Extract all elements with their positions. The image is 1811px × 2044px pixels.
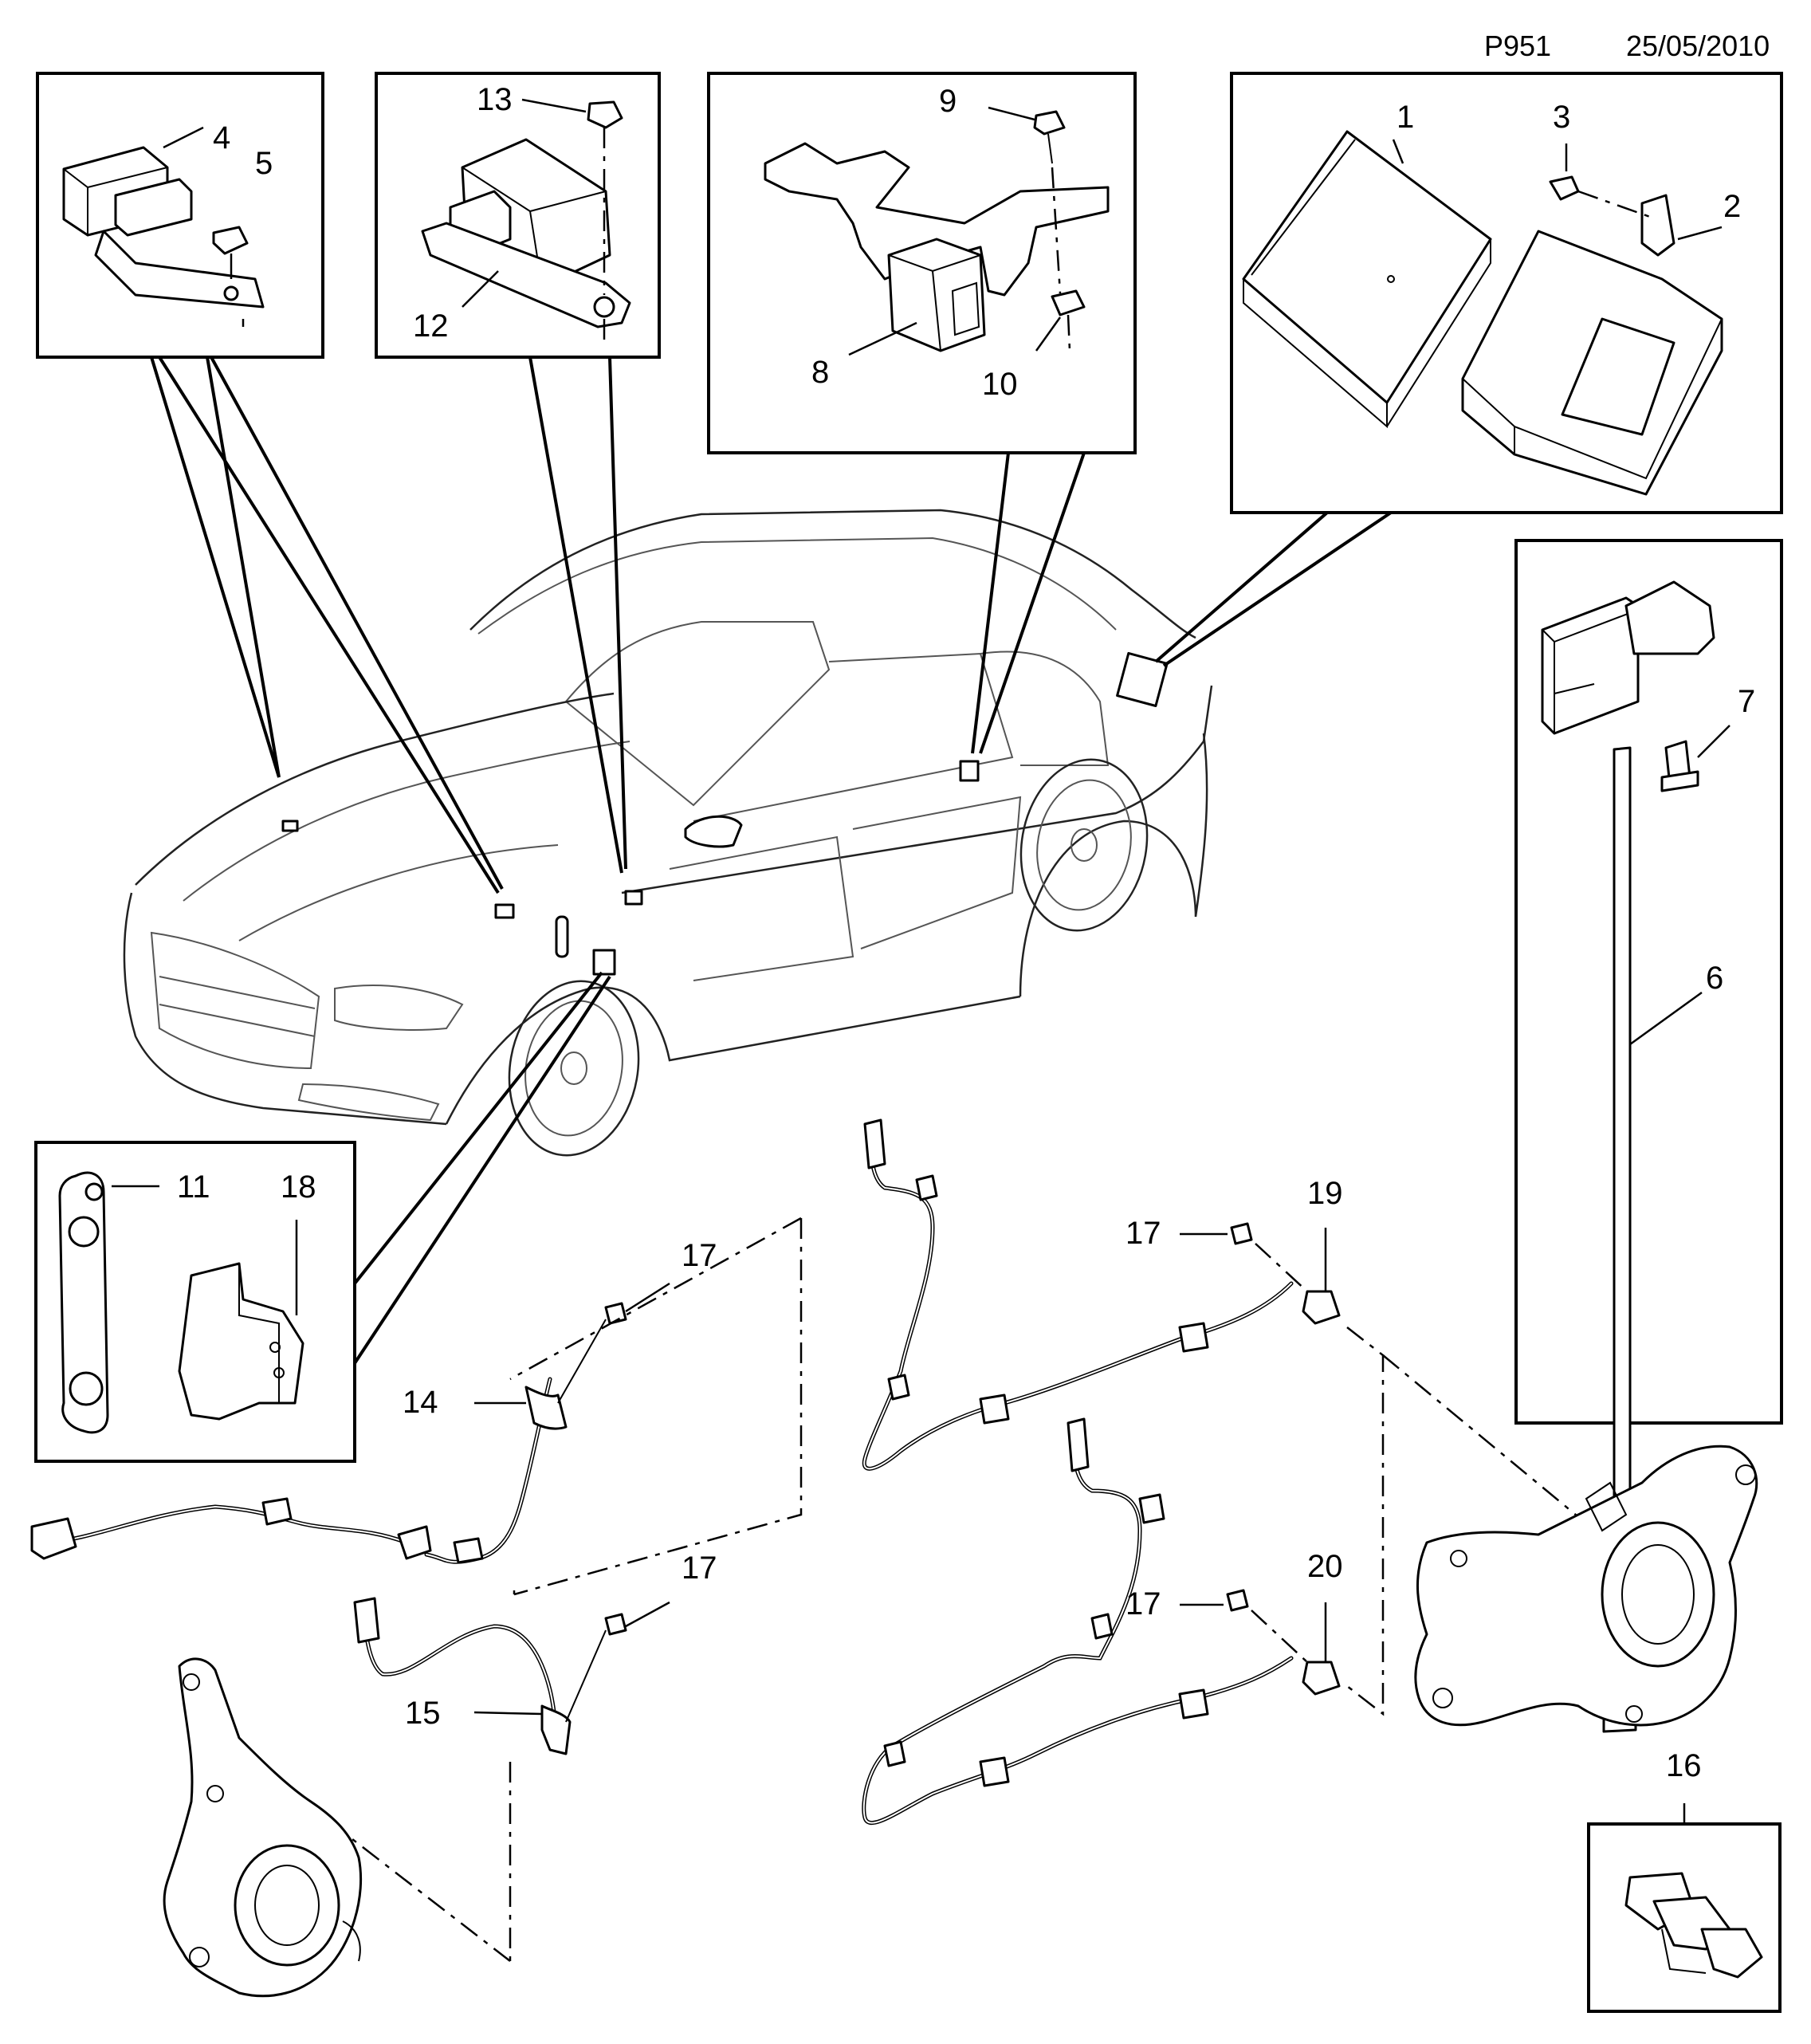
callout-box-yaw-sensor: 13 12 bbox=[375, 72, 661, 359]
callout-16: 16 bbox=[1666, 1748, 1702, 1783]
callout-17d: 17 bbox=[1125, 1586, 1161, 1621]
callout-box-clip: 16 bbox=[1587, 1748, 1782, 2013]
callout-20: 20 bbox=[1307, 1549, 1343, 1584]
callout-6: 6 bbox=[1706, 961, 1723, 996]
callout-5: 5 bbox=[255, 146, 273, 181]
callout-18: 18 bbox=[281, 1169, 316, 1205]
callout-box-wiring-harness: 7 6 bbox=[1514, 539, 1783, 1733]
callout-9: 9 bbox=[939, 84, 957, 119]
callout-4: 4 bbox=[213, 120, 230, 155]
leader-lines bbox=[150, 356, 1393, 1365]
callout-17b: 17 bbox=[682, 1551, 717, 1586]
callout-11: 11 bbox=[177, 1169, 210, 1205]
callout-box-module-bracket: 9 8 10 bbox=[707, 72, 1137, 454]
front-sensor-harness-14: 14 17 bbox=[30, 1238, 717, 1564]
callout-3: 3 bbox=[1553, 100, 1570, 135]
callout-2: 2 bbox=[1723, 189, 1741, 224]
plate-number: P951 bbox=[1484, 29, 1551, 62]
callout-7: 7 bbox=[1738, 684, 1755, 719]
plate-date: 25/05/2010 bbox=[1626, 29, 1770, 62]
front-sensor-harness-15: 15 17 bbox=[353, 1551, 717, 1755]
rear-sensor-harness-20: 17 20 bbox=[862, 1417, 1343, 1825]
callout-13: 13 bbox=[477, 82, 513, 117]
callout-17c: 17 bbox=[1125, 1216, 1161, 1251]
callout-14: 14 bbox=[403, 1385, 438, 1420]
rear-knuckle bbox=[1414, 1445, 1758, 1727]
callout-19: 19 bbox=[1307, 1176, 1343, 1211]
callout-15: 15 bbox=[405, 1696, 441, 1731]
callout-box-brackets: 11 18 bbox=[34, 1141, 356, 1463]
callout-8: 8 bbox=[811, 355, 829, 390]
front-steering-knuckle bbox=[163, 1657, 363, 1998]
rear-sensor-harness-19: 17 19 bbox=[862, 1118, 1343, 1471]
callout-10: 10 bbox=[982, 367, 1018, 402]
callout-1: 1 bbox=[1397, 100, 1414, 135]
vehicle-outline bbox=[123, 509, 1213, 1157]
callout-box-sensor-bracket: 4 5 bbox=[36, 72, 324, 359]
callout-12: 12 bbox=[413, 309, 449, 344]
callout-box-control-unit: 1 3 2 bbox=[1230, 72, 1783, 514]
